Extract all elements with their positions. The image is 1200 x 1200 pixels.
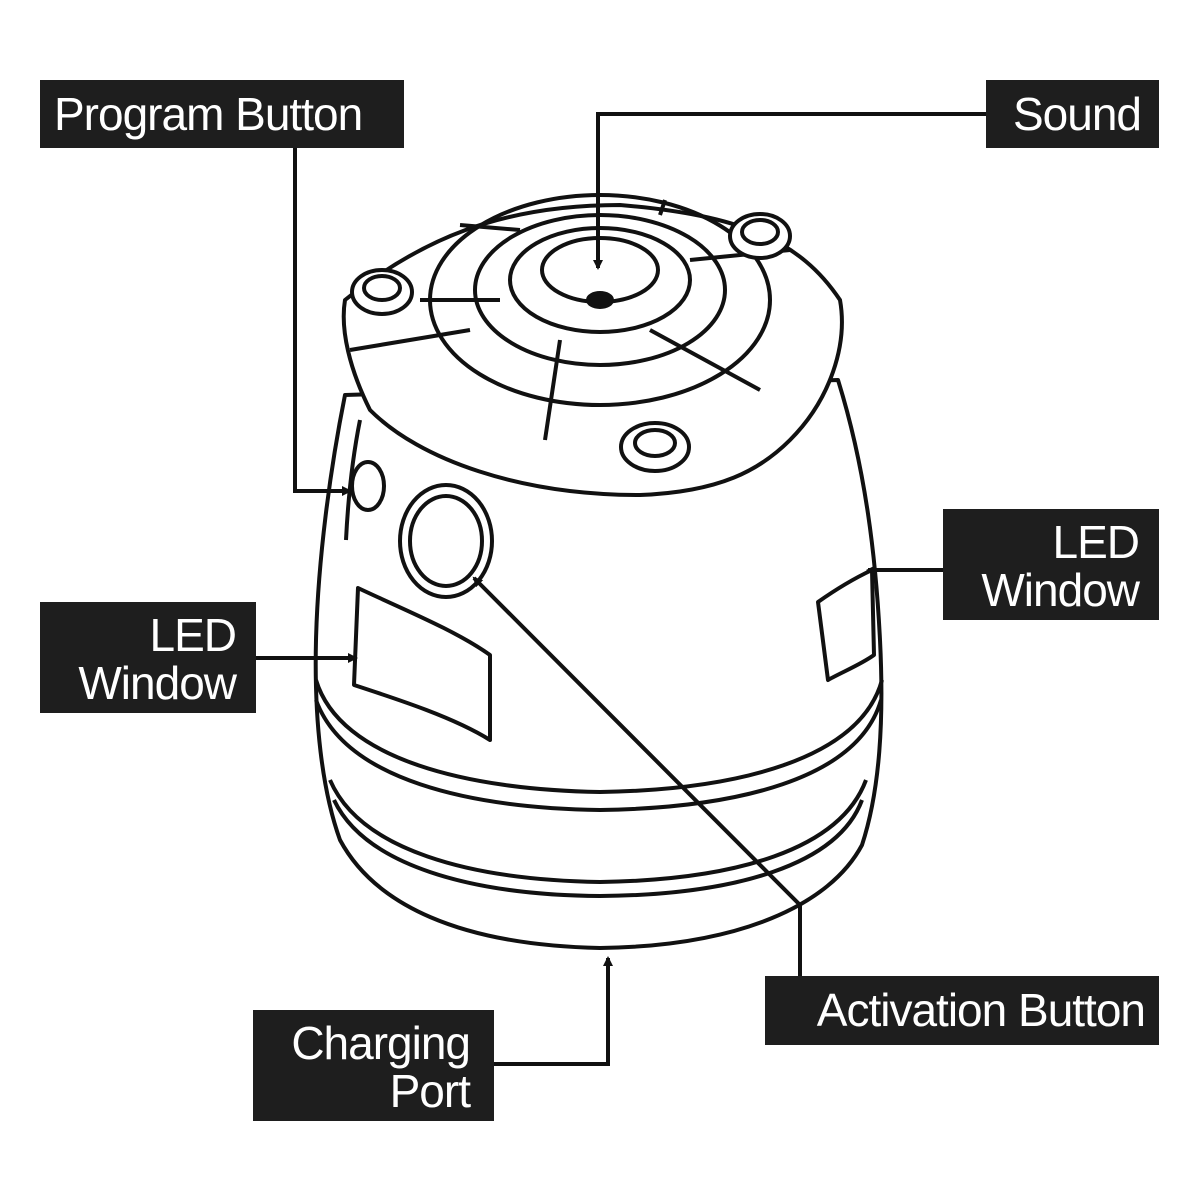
led-window-right-shape — [816, 568, 876, 682]
band-2b — [332, 799, 864, 898]
label-led-window-left-line1: LED — [149, 609, 237, 661]
device-body — [313, 193, 884, 950]
screw-right — [728, 212, 792, 260]
label-led-window-left: LED Window — [40, 602, 256, 713]
band-2 — [328, 779, 868, 884]
leader-sound — [593, 112, 986, 270]
label-activation-button-text: Activation Button — [816, 984, 1146, 1036]
label-led-window-left-line2: Window — [78, 657, 237, 709]
activation-button-shape — [398, 483, 494, 599]
leader-charging-port — [494, 956, 613, 1066]
label-program-button-text: Program Button — [54, 88, 363, 140]
label-activation-button: Activation Button — [765, 976, 1159, 1045]
screw-front — [619, 421, 691, 473]
leader-program-button — [293, 148, 352, 496]
led-window-left-shape — [352, 586, 492, 742]
band-1b — [314, 699, 883, 812]
screw-left — [350, 268, 414, 316]
label-sound-text: Sound — [1012, 88, 1142, 140]
label-program-button: Program Button — [40, 80, 404, 148]
band-1 — [314, 679, 884, 794]
label-charging-port: Charging Port — [253, 1010, 494, 1121]
leader-lines — [256, 112, 986, 1066]
label-charging-port-line2: Port — [389, 1065, 471, 1117]
program-button-shape — [350, 460, 386, 512]
label-led-window-right: LED Window — [943, 509, 1159, 620]
top-bezel — [341, 203, 844, 497]
leader-activation-button — [472, 576, 802, 976]
sounder-hole — [586, 291, 614, 309]
label-sound: Sound — [986, 80, 1159, 148]
label-led-window-right-line2: Window — [981, 564, 1140, 616]
label-charging-port-line1: Charging — [291, 1017, 471, 1069]
label-led-window-right-line1: LED — [1052, 516, 1140, 568]
